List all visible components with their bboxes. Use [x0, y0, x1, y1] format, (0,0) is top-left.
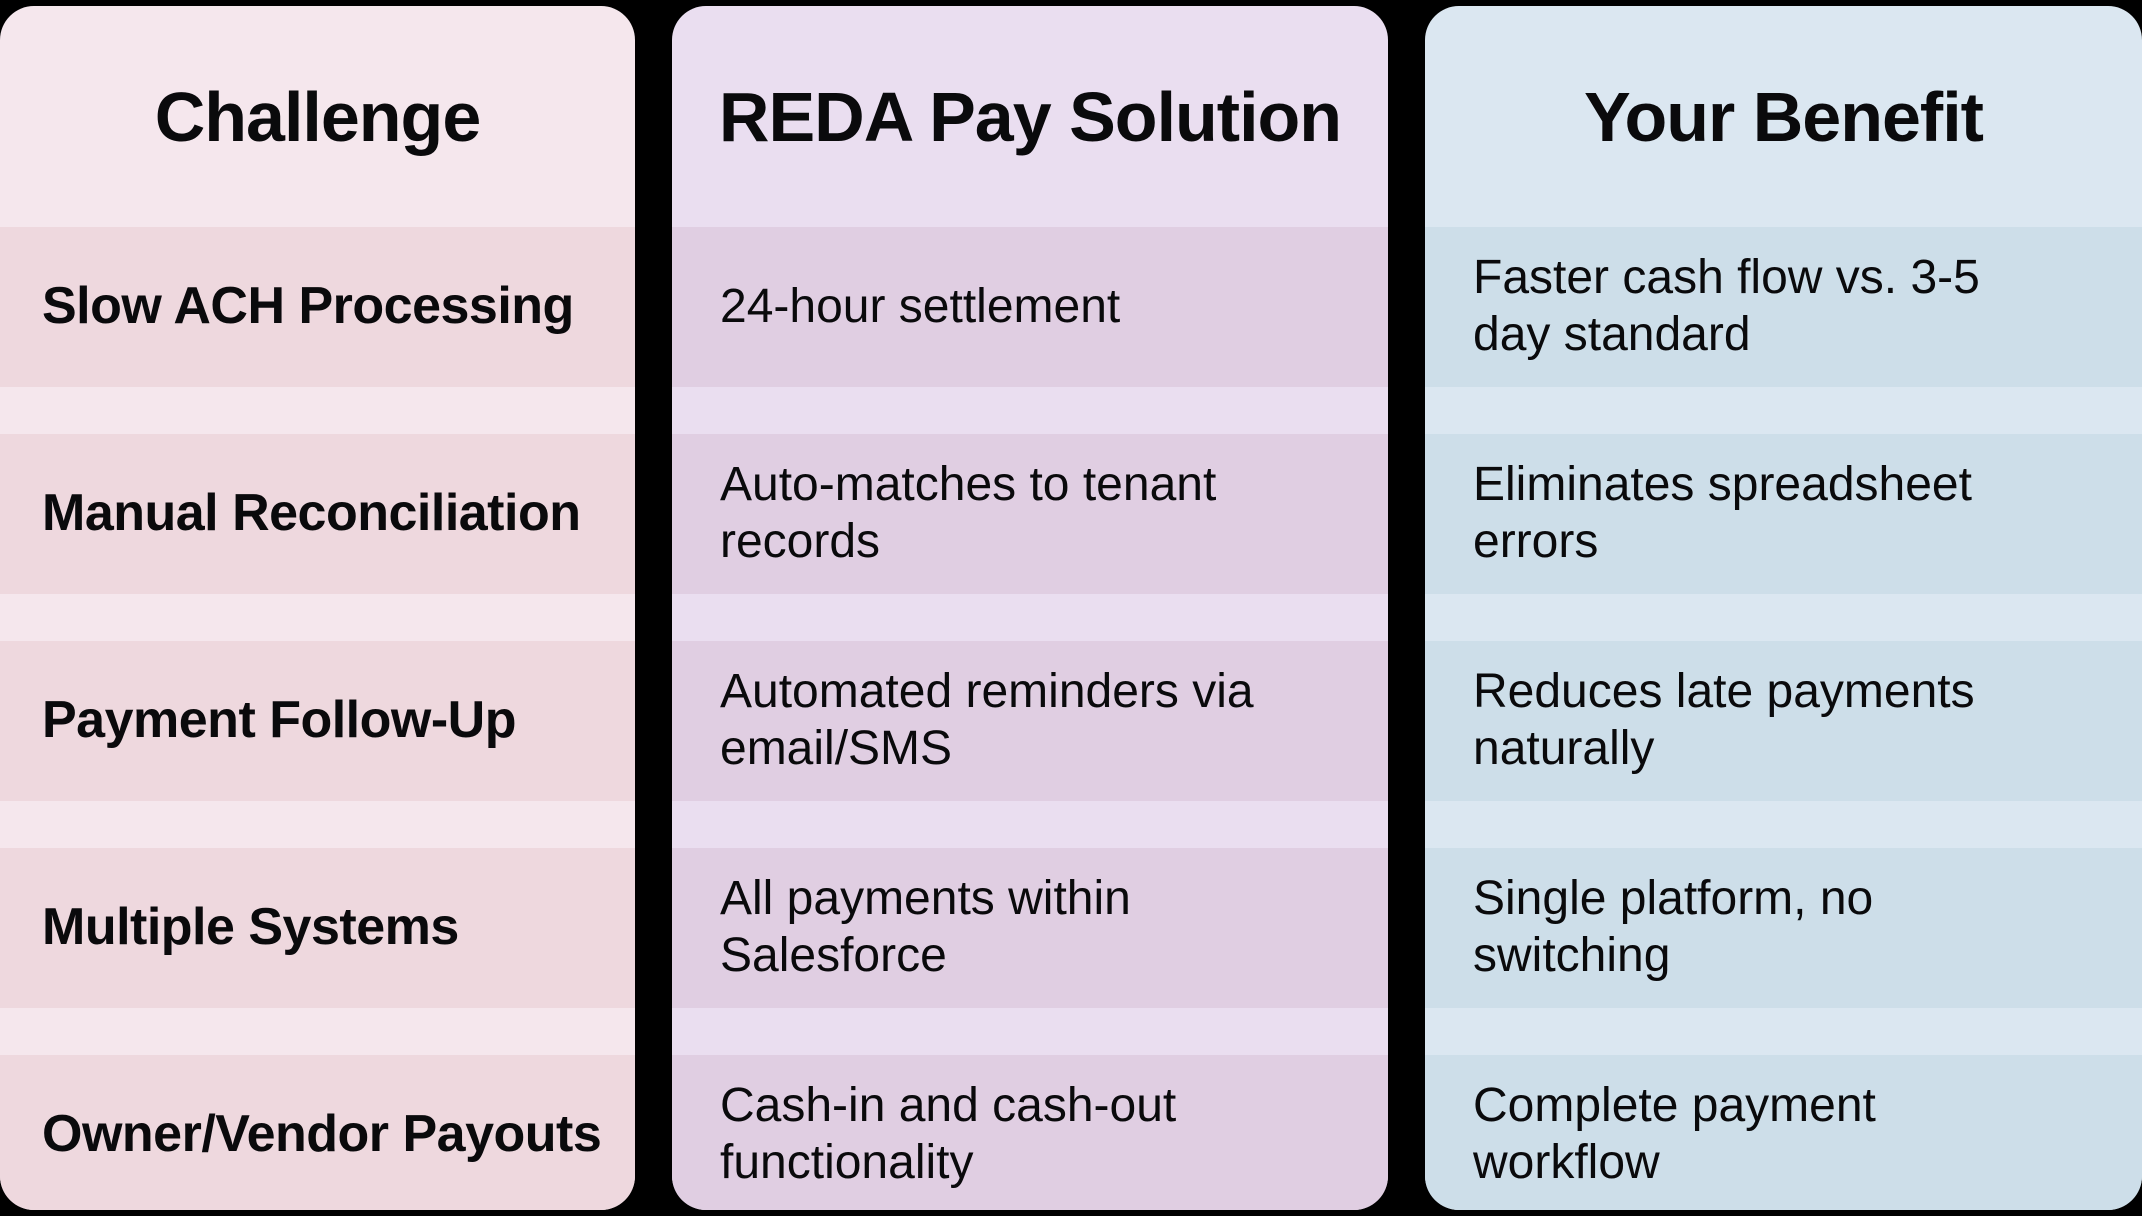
- benefit-column: Your Benefit Faster cash flow vs. 3-5 da…: [1425, 6, 2142, 1210]
- table-cell-challenge-2: Manual Reconciliation: [0, 434, 635, 594]
- table-cell-benefit-1: Faster cash flow vs. 3-5 day standard: [1425, 227, 2142, 387]
- table-cell-solution-1: 24-hour settlement: [672, 227, 1388, 387]
- solution-column: REDA Pay Solution 24-hour settlement Aut…: [672, 6, 1388, 1210]
- table-cell-benefit-2: Eliminates spreadsheet errors: [1425, 434, 2142, 594]
- table-cell-challenge-1: Slow ACH Processing: [0, 227, 635, 387]
- table-cell-challenge-4: Multiple Systems: [0, 848, 635, 1008]
- table-cell-solution-3: Automated reminders via email/SMS: [672, 641, 1388, 801]
- column-header-benefit: Your Benefit: [1584, 77, 1984, 156]
- table-cell-challenge-5: Owner/Vendor Payouts: [0, 1055, 635, 1210]
- table-cell-solution-5: Cash-in and cash-out functionality: [672, 1055, 1388, 1210]
- table-cell-challenge-3: Payment Follow-Up: [0, 641, 635, 801]
- table-cell-benefit-5: Complete payment workflow: [1425, 1055, 2142, 1210]
- table-cell-solution-4: All payments within Salesforce: [672, 848, 1388, 1008]
- comparison-table: Challenge Slow ACH Processing Manual Rec…: [0, 6, 2142, 1210]
- table-cell-benefit-4: Single platform, no switching: [1425, 848, 2142, 1008]
- challenge-column: Challenge Slow ACH Processing Manual Rec…: [0, 6, 635, 1210]
- table-cell-solution-2: Auto-matches to tenant records: [672, 434, 1388, 594]
- table-cell-benefit-3: Reduces late payments naturally: [1425, 641, 2142, 801]
- column-header-solution: REDA Pay Solution: [718, 77, 1342, 156]
- column-header-challenge: Challenge: [154, 77, 482, 156]
